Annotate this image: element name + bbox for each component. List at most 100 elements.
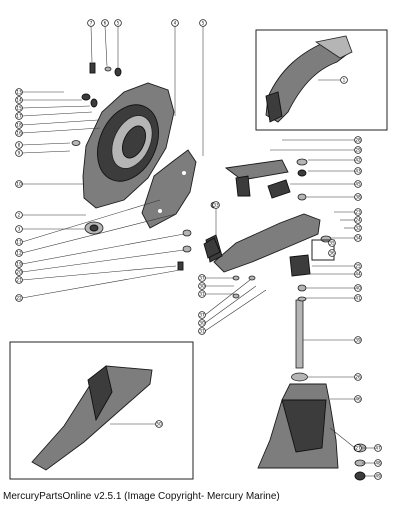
callout-14: 14 — [15, 96, 23, 104]
callout-20: 20 — [15, 268, 23, 276]
callout-2: 2 — [15, 211, 23, 219]
callout-14-label: 14 — [16, 98, 22, 103]
callout-33: 33 — [212, 201, 220, 209]
callout-32-label: 32 — [355, 226, 361, 231]
callout-4: 4 — [171, 19, 179, 27]
callout-37-upper: 37 — [198, 274, 206, 282]
callout-27-label: 27 — [355, 446, 361, 451]
callout-24-label: 24 — [355, 218, 361, 223]
image-caption: MercuryPartsOnline v2.5.1 (Image Copyrig… — [3, 491, 280, 502]
callout-11: 11 — [15, 238, 23, 246]
callout-5-right-label: 5 — [202, 21, 205, 26]
callout-13: 13 — [15, 88, 23, 96]
callout-24: 24 — [354, 216, 362, 224]
callout-28: 28 — [354, 136, 362, 144]
callout-41-label: 41 — [355, 296, 361, 301]
callout-5-right: 5 — [199, 19, 207, 27]
callout-35: 35 — [328, 239, 336, 247]
callout-35-label: 35 — [329, 241, 335, 246]
callout-37-upper-label: 37 — [199, 276, 205, 281]
bracket-part-1 — [265, 35, 353, 123]
callout-2-label: 2 — [18, 213, 21, 218]
callout-50: 50 — [155, 420, 163, 428]
callout-47: 47 — [374, 444, 382, 452]
callout-45-label: 45 — [355, 182, 361, 187]
callout-3-label: 3 — [18, 227, 21, 232]
callout-48-label: 48 — [375, 461, 381, 466]
callout-18-label: 18 — [16, 123, 22, 128]
callout-31-lower: 31 — [198, 327, 206, 335]
callout-38-label: 38 — [355, 195, 361, 200]
callout-30-lower: 30 — [198, 319, 206, 327]
callout-42: 42 — [354, 156, 362, 164]
callout-6-label: 6 — [104, 21, 107, 26]
mount-part-inset — [31, 365, 153, 471]
callout-46: 46 — [354, 395, 362, 403]
callout-34-label: 34 — [355, 236, 361, 241]
callout-26: 26 — [354, 373, 362, 381]
callout-17: 17 — [15, 112, 23, 120]
block-part — [267, 179, 311, 277]
callout-37-lower: 37 — [198, 311, 206, 319]
callout-5-label: 5 — [117, 21, 120, 26]
seal-part-3 — [84, 221, 104, 235]
callout-45: 45 — [354, 180, 362, 188]
callout-36: 36 — [328, 249, 336, 257]
callout-29: 29 — [354, 146, 362, 154]
callout-22-label: 22 — [16, 296, 22, 301]
callout-22: 22 — [15, 294, 23, 302]
callout-26-label: 26 — [355, 375, 361, 380]
callout-19-label: 19 — [16, 262, 22, 267]
callout-1: 1 — [340, 76, 348, 84]
callout-18: 18 — [15, 121, 23, 129]
callout-21-label: 21 — [16, 278, 22, 283]
callout-20-label: 20 — [16, 270, 22, 275]
stud-part-39 — [291, 299, 308, 382]
callout-12-label: 12 — [16, 251, 22, 256]
callout-50-label: 50 — [156, 422, 162, 427]
callout-17-label: 17 — [16, 114, 22, 119]
plate-part-10 — [141, 149, 197, 229]
mount-base-part-46 — [257, 383, 339, 469]
callout-11-label: 11 — [16, 240, 22, 245]
callout-8-label: 8 — [18, 143, 21, 148]
callout-47-label: 47 — [375, 446, 381, 451]
callout-44-label: 44 — [355, 272, 361, 277]
callout-39-label: 39 — [355, 338, 361, 343]
callout-15-label: 15 — [16, 106, 22, 111]
callout-8: 8 — [15, 141, 23, 149]
callout-23: 23 — [354, 208, 362, 216]
callout-9-label: 9 — [18, 151, 21, 156]
callout-1-label: 1 — [343, 78, 346, 83]
callout-4-label: 4 — [174, 21, 177, 26]
callout-34: 34 — [354, 234, 362, 242]
callout-19: 19 — [15, 260, 23, 268]
callout-21: 21 — [15, 276, 23, 284]
callout-37-lower-label: 37 — [199, 313, 205, 318]
callout-6: 6 — [101, 19, 109, 27]
callout-29-label: 29 — [355, 148, 361, 153]
callout-38: 38 — [354, 193, 362, 201]
callout-3: 3 — [15, 225, 23, 233]
callout-46-label: 46 — [355, 397, 361, 402]
callout-40: 40 — [354, 284, 362, 292]
callout-25-label: 25 — [355, 264, 361, 269]
callout-30-upper-label: 30 — [199, 284, 205, 289]
callout-27: 27 — [354, 444, 362, 452]
callout-28-label: 28 — [355, 138, 361, 143]
callout-10: 10 — [15, 180, 23, 188]
callout-49: 49 — [374, 472, 382, 480]
callout-15: 15 — [15, 104, 23, 112]
callout-40-label: 40 — [355, 286, 361, 291]
bell-housing-part-11 — [82, 82, 175, 209]
callout-10-label: 10 — [16, 182, 22, 187]
callout-7: 7 — [87, 19, 95, 27]
callout-5: 5 — [114, 19, 122, 27]
callout-30-lower-label: 30 — [199, 321, 205, 326]
callout-36-label: 36 — [329, 251, 335, 256]
callout-39: 39 — [354, 336, 362, 344]
callout-12: 12 — [15, 249, 23, 257]
callout-44: 44 — [354, 270, 362, 278]
callout-7-label: 7 — [90, 21, 93, 26]
callout-16-label: 16 — [16, 131, 22, 136]
